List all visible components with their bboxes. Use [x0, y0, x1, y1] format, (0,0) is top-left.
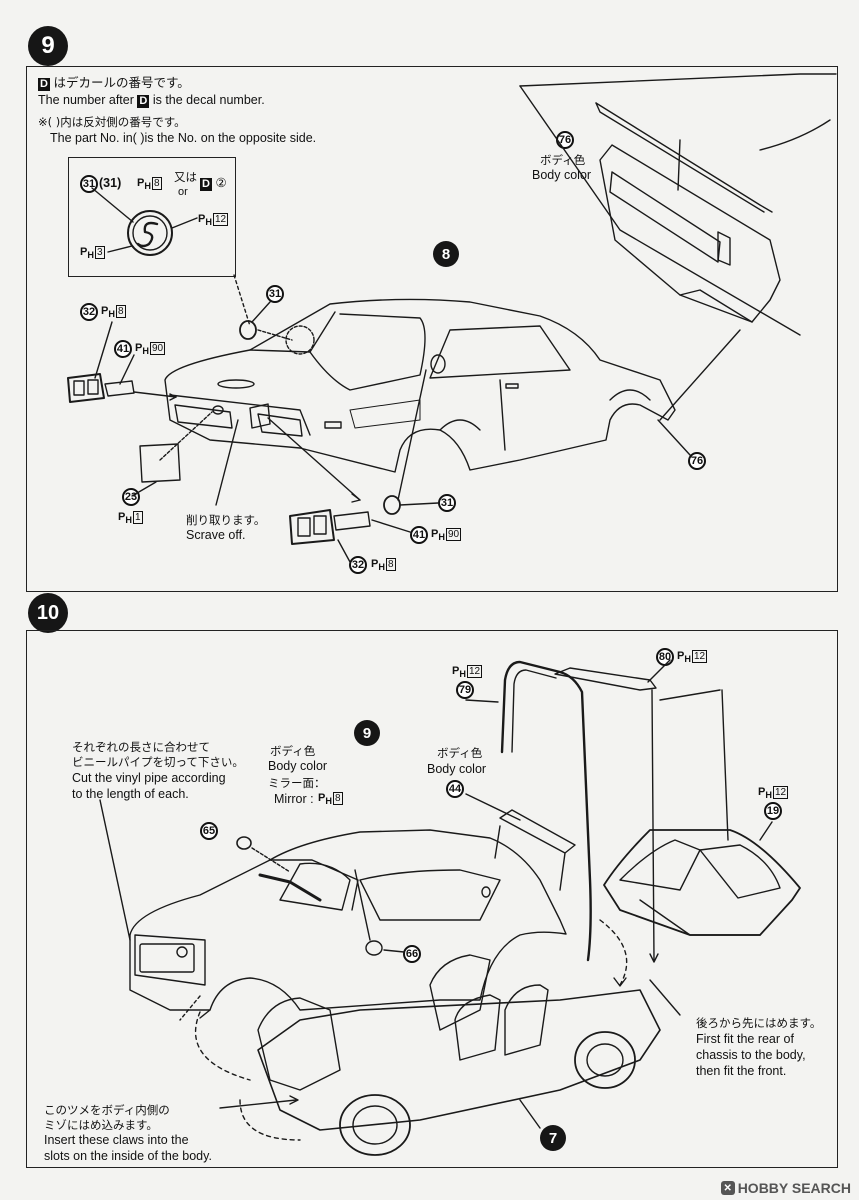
part-79: 79	[456, 681, 474, 699]
part-31-bottom: 31	[438, 494, 456, 512]
pipe-note-en1: Cut the vinyl pipe according	[72, 771, 226, 785]
claw-note-jp2: ミゾにはめ込みます。	[44, 1118, 158, 1132]
decal-2-label: D ②	[200, 176, 227, 191]
scrape-note-jp: 削り取ります。	[186, 513, 266, 527]
claw-note-jp1: このツメをボディ内側の	[44, 1103, 170, 1117]
subassembly-7: 7	[540, 1125, 566, 1151]
part-44: 44	[446, 780, 464, 798]
body-color-en: Body color	[268, 759, 328, 773]
hobby-search-logo-icon: ✕	[720, 1181, 735, 1195]
pipe-note-jp1: それぞれの長さに合わせて	[72, 740, 210, 754]
claw-note-en2: slots on the inside of the body.	[44, 1149, 212, 1163]
chassis-illustration	[195, 919, 681, 1156]
decal-note-jp: D はデカールの番号です。	[38, 76, 190, 91]
pipe-note-en2: to the length of each.	[72, 787, 189, 801]
step-9-number: 9	[28, 26, 68, 66]
part-32: 32	[80, 303, 98, 321]
body-color-jp: ボディ色	[270, 744, 316, 758]
step9-parts-illustration	[67, 301, 741, 563]
part-65: 65	[200, 822, 218, 840]
or-jp: 又は	[174, 170, 197, 184]
body-color2-jp: ボディ色	[437, 746, 483, 760]
rear-seat-illustration	[603, 689, 801, 936]
part-23: 23	[122, 488, 140, 506]
spoiler-inset-illustration	[519, 73, 837, 336]
opposite-note-jp: ※( )内は反対側の番号です。	[38, 115, 186, 129]
part-31-opposite-inset: (31)	[99, 176, 122, 190]
part-41-bottom: 41	[410, 526, 428, 544]
car-body-front-illustration	[99, 799, 567, 1021]
part-31-top: 31	[266, 285, 284, 303]
rear-note-en1: First fit the rear of	[696, 1032, 794, 1046]
claw-note-en1: Insert these claws into the	[44, 1133, 189, 1147]
mirror-jp: ミラー面：	[268, 776, 326, 790]
subassembly-9: 9	[354, 720, 380, 746]
spoiler-color-en: Body color	[532, 168, 592, 182]
opposite-note-en: The part No. in( )is the No. on the oppo…	[50, 131, 317, 145]
rear-note-en2: chassis to the body,	[696, 1048, 806, 1062]
scrape-note-en: Scrave off.	[186, 528, 246, 542]
decal-disc-illustration	[91, 187, 198, 256]
subassembly-8: 8	[433, 241, 459, 267]
body-color2-en: Body color	[427, 762, 487, 776]
part-66: 66	[403, 945, 421, 963]
rollbar-illustration	[465, 659, 671, 963]
mirror-en: Mirror :	[274, 792, 314, 806]
step-10-frame	[26, 630, 838, 1168]
car-body-rear-illustration	[164, 298, 676, 473]
step-9-frame	[26, 66, 838, 592]
rear-note-en3: then fit the front.	[696, 1064, 787, 1078]
decal-inset-box	[68, 157, 236, 277]
hobby-search-watermark: ✕HOBBY SEARCH	[720, 1180, 851, 1196]
part-76: 76	[688, 452, 706, 470]
or-en: or	[178, 186, 188, 198]
rear-note-jp: 後ろから先にはめます。	[696, 1016, 822, 1030]
part-31-inset: 31	[80, 175, 98, 193]
part-19: 19	[764, 802, 782, 820]
part-32-bottom: 32	[349, 556, 367, 574]
pipe-note-jp2: ビニールパイプを切って下さい。	[72, 755, 244, 769]
step-10-number: 10	[28, 593, 68, 633]
decal-note-en: The number after D is the decal number.	[38, 93, 265, 108]
part-41: 41	[114, 340, 132, 358]
